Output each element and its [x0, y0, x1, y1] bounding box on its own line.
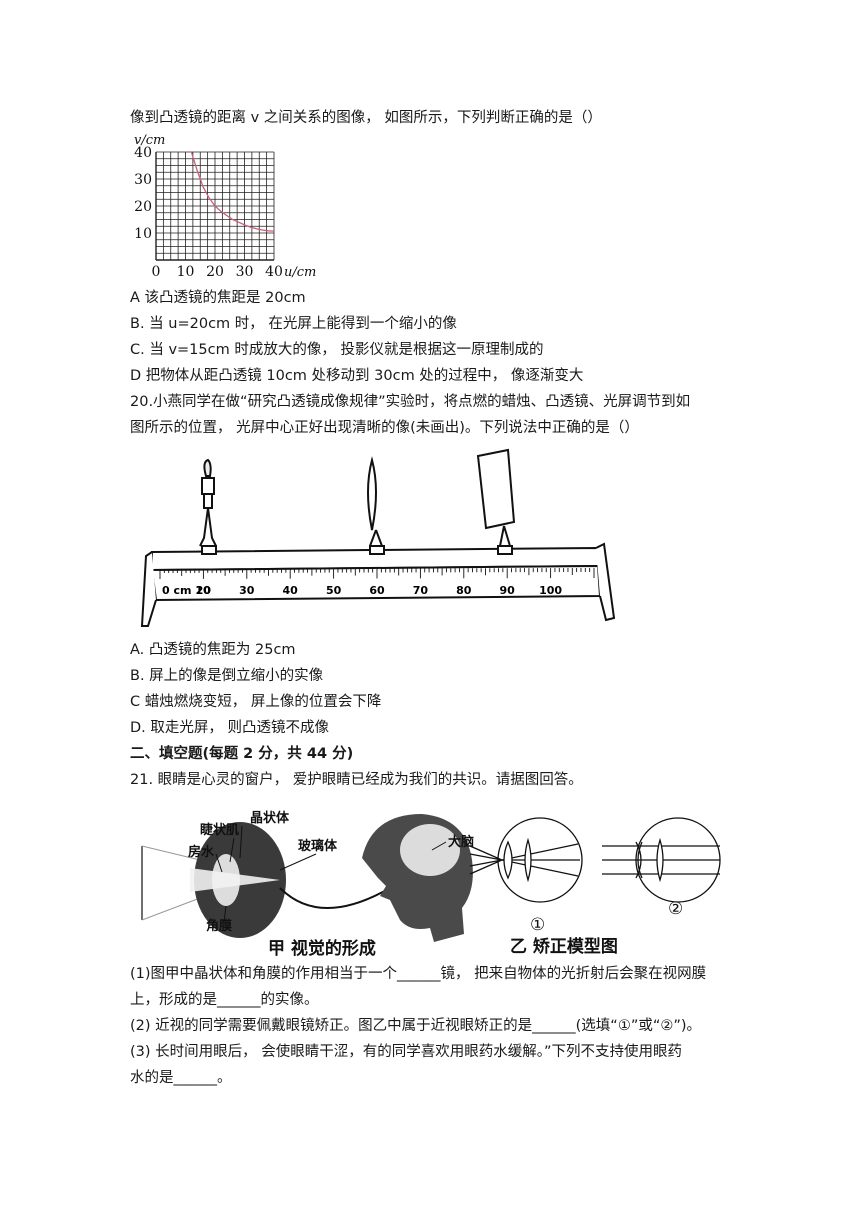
graph-curve: [190, 151, 275, 232]
candle: [199, 458, 217, 547]
q20-option-c: C 蜡烛燃烧变短， 屏上像的位置会下降: [130, 694, 382, 710]
q21-part2: (2) 近视的同学需要佩戴眼镜矫正。图乙中属于近视眼矫正的是______(选填“…: [130, 1018, 702, 1034]
x-axis-label: u/cm: [284, 265, 316, 280]
q21-part1-line1: (1)图甲中晶状体和角膜的作用相当于一个______镜， 把来自物体的光折射后会…: [130, 966, 707, 982]
q19-stem: 像到凸透镜的距离 v 之间关系的图像， 如图所示，下列判断正确的是（）: [130, 110, 602, 126]
correction-model-2: [602, 817, 721, 903]
x-tick-label: 10: [177, 264, 195, 280]
ruler-label: 100: [539, 584, 562, 597]
ruler-label: 50: [326, 584, 342, 597]
ruler-ticks: [159, 568, 595, 579]
caption-left: 甲 视觉的形成: [268, 938, 376, 959]
ruler-label: 60: [369, 584, 385, 597]
y-tick-label: 10: [134, 226, 152, 242]
label-cornea: 角膜: [206, 918, 232, 934]
q19-option-a: A 该凸透镜的焦距是 20cm: [130, 290, 306, 306]
x-tick-label: 20: [206, 264, 224, 280]
ruler-label: 40: [283, 584, 299, 597]
y-axis-label: v/cm: [134, 133, 165, 148]
q19-option-d: D 把物体从距凸透镜 10cm 处移动到 30cm 处的过程中， 像逐渐变大: [130, 368, 584, 384]
q20-option-d: D. 取走光屏， 则凸透镜不成像: [130, 720, 329, 736]
x-tick-label: 30: [236, 264, 254, 280]
ruler-label: 0 cm 10: [162, 584, 211, 597]
q21-part1-line2: 上，形成的是______的实像。: [130, 992, 319, 1008]
q19-option-c: C. 当 v=15cm 时成放大的像， 投影仪就是根据这一原理制成的: [130, 342, 544, 358]
x-tick-label: 40: [265, 264, 283, 280]
ruler-label: 90: [500, 584, 516, 597]
y-tick-label: 30: [134, 172, 152, 188]
q20-option-a: A. 凸透镜的焦距为 25cm: [130, 642, 296, 658]
q20-stem-line2: 图所示的位置， 光屏中心正好出现清晰的像(未画出)。下列说法中正确的是（）: [130, 420, 639, 436]
ruler-label: 20: [196, 584, 212, 597]
model-2-label: ②: [668, 899, 683, 919]
label-vitreous: 玻璃体: [298, 838, 338, 854]
q19-uv-graph: v/cm 10 20 30 40 0 10 20 30 40 u/cm: [134, 133, 316, 280]
q21-part3-line2: 水的是______。: [130, 1070, 232, 1086]
q21-part3-line1: (3) 长时间用眼后， 会使眼睛干涩，有的同学喜欢用眼药水缓解。”下列不支持使用…: [130, 1044, 683, 1060]
eye-figure: 睫状肌 晶状体 房水 玻璃体 大脑 角膜 甲 视觉的形成 ① ② 乙 矫正模型图: [141, 810, 721, 959]
label-ciliary: 睫状肌: [200, 822, 239, 838]
correction-model-1: [469, 817, 583, 903]
light-screen: [476, 448, 516, 547]
section-heading: 二、填空题(每题 2 分，共 44 分): [130, 746, 354, 762]
ruler-label: 70: [413, 584, 429, 597]
brain-icon: [400, 824, 460, 876]
convex-lens: [367, 456, 383, 547]
caption-right: 乙 矫正模型图: [510, 936, 618, 957]
q21-stem: 21. 眼睛是心灵的窗户， 爱护眼睛已经成为我们的共识。请据图回答。: [130, 772, 583, 788]
label-aqueous: 房水: [188, 844, 215, 860]
q19-option-b: B. 当 u=20cm 时， 在光屏上能得到一个缩小的像: [130, 316, 457, 332]
label-lens: 晶状体: [250, 810, 290, 826]
bench-rail: [140, 542, 616, 627]
x-tick-label: 0: [152, 264, 161, 280]
y-tick-label: 20: [134, 199, 152, 215]
ruler-label: 30: [239, 584, 255, 597]
y-tick-label: 40: [134, 145, 152, 161]
label-brain: 大脑: [448, 834, 474, 850]
ruler-label: 80: [456, 584, 472, 597]
q20-stem-line1: 20.小燕同学在做“研究凸透镜成像规律”实验时，将点燃的蜡烛、凸透镜、光屏调节到…: [130, 394, 691, 410]
model-1-label: ①: [530, 915, 545, 935]
q20-option-b: B. 屏上的像是倒立缩小的实像: [130, 668, 324, 684]
